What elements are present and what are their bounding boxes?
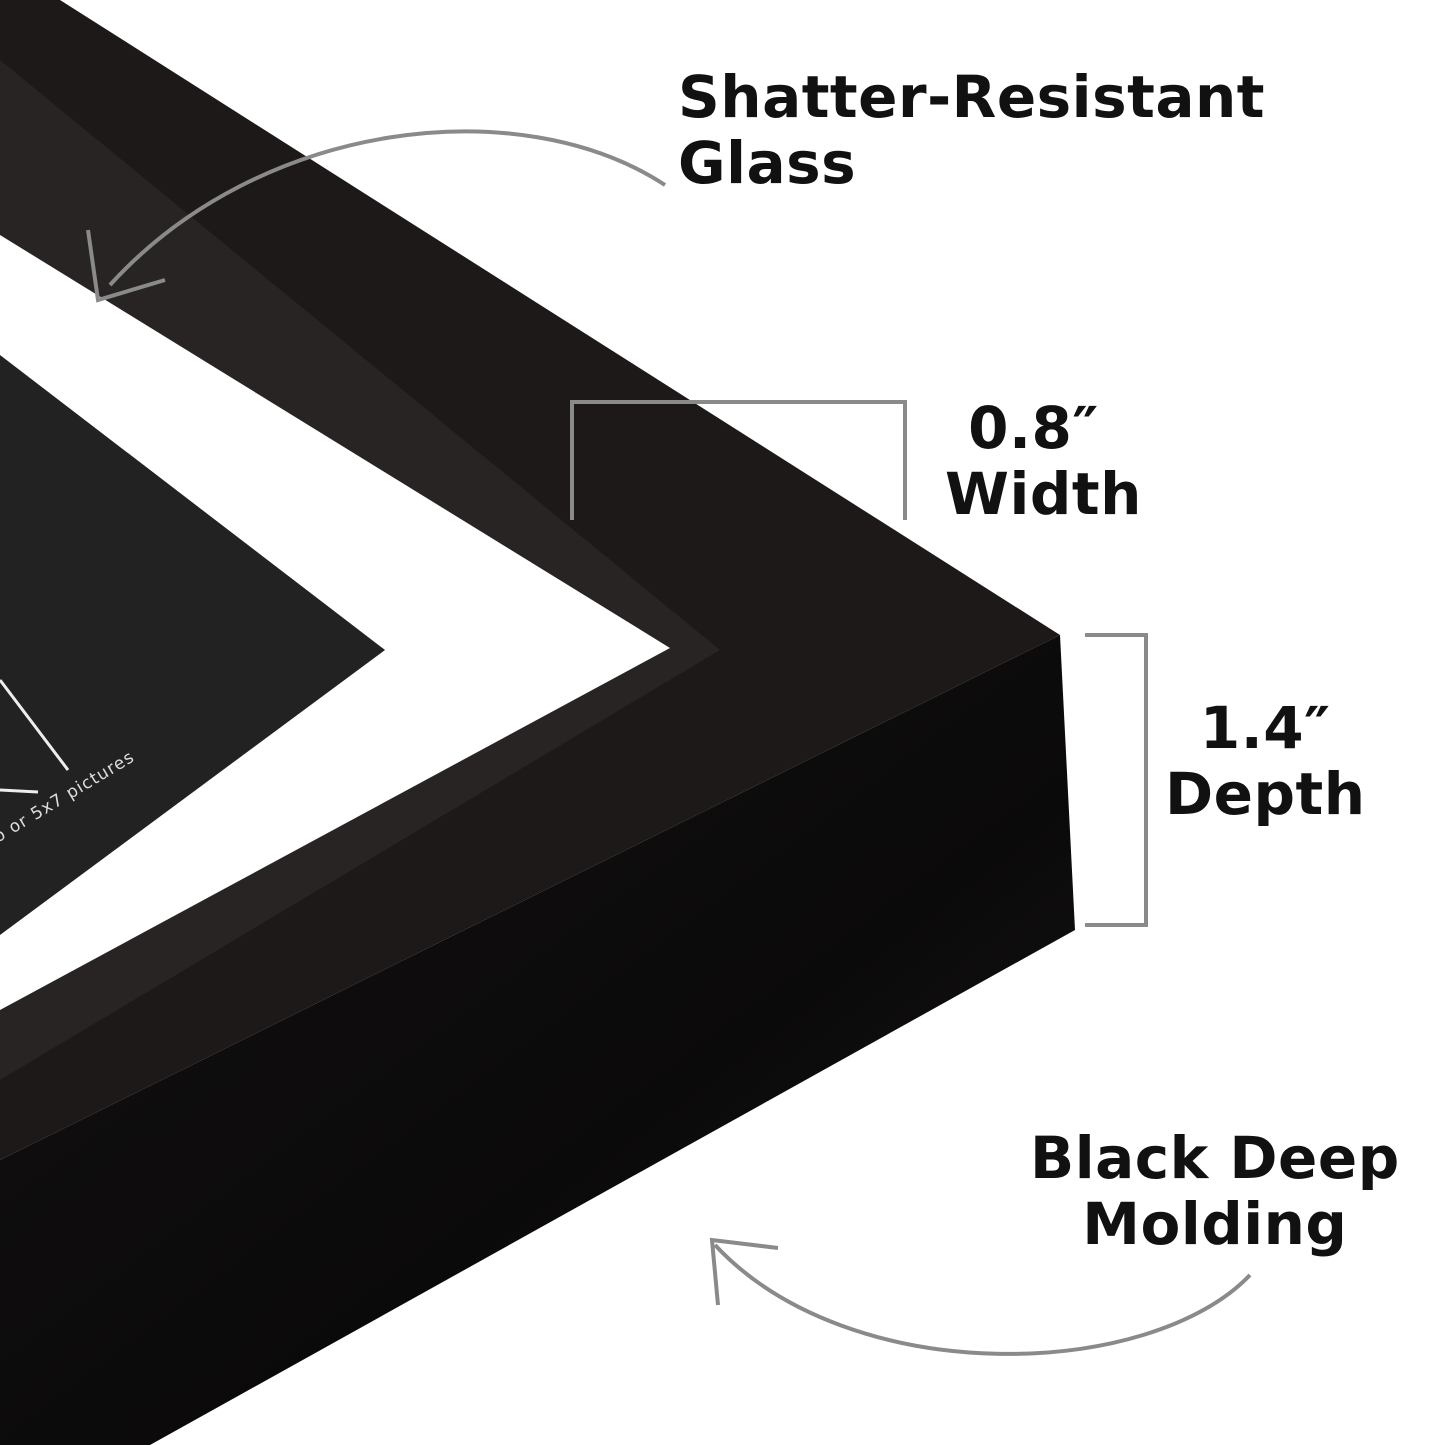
glass-arrow — [108, 129, 667, 287]
insert-line — [0, 788, 39, 794]
molding-label-line2: Molding — [1082, 1190, 1348, 1258]
width-text: Width — [945, 460, 1142, 528]
width-bracket — [570, 400, 907, 520]
molding-label: Black Deep Molding — [1030, 1125, 1400, 1257]
molding-arrow — [713, 1243, 1252, 1356]
molding-arrowhead — [709, 1237, 779, 1306]
frame-depth-face — [0, 635, 1075, 1445]
glass-label-line1: Shatter-Resistant — [678, 63, 1265, 131]
photo-insert — [0, 355, 385, 935]
depth-label: 1.4″ Depth — [1165, 695, 1366, 827]
depth-value: 1.4″ — [1199, 694, 1331, 762]
molding-label-line1: Black Deep — [1030, 1124, 1400, 1192]
depth-text: Depth — [1165, 760, 1366, 828]
width-label: 0.8″ Width — [945, 395, 1142, 527]
depth-bracket — [1085, 633, 1148, 927]
width-value: 0.8″ — [968, 394, 1099, 462]
glass-label: Shatter-Resistant Glass — [678, 64, 1265, 196]
glass-label-line2: Glass — [678, 129, 857, 197]
glass-arrowhead — [86, 229, 166, 303]
insert-line — [0, 679, 70, 771]
